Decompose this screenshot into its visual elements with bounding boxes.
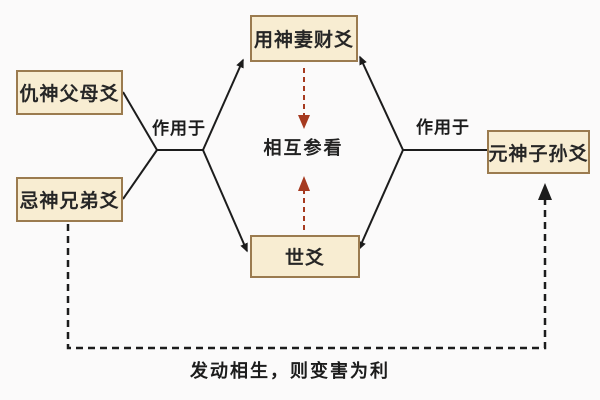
node-yong-shen-label: 用神妻财爻 xyxy=(253,30,354,51)
arrow-right-to-top-node xyxy=(359,55,404,151)
node-ji-shen: 忌神兄弟爻 xyxy=(16,177,123,222)
edge-label-left-action: 作用于 xyxy=(152,119,206,138)
dashed-feedback-path xyxy=(66,200,547,350)
caption: 发动相生，则变害为利 xyxy=(190,361,390,381)
red-arrowhead-up-icon xyxy=(298,176,310,191)
node-chou-shen: 仇神父母爻 xyxy=(16,70,123,115)
center-note: 相互参看 xyxy=(263,138,344,158)
edge-left-top-to-junction xyxy=(122,91,158,151)
node-yong-shen: 用神妻财爻 xyxy=(250,15,358,62)
edge-left-bottom-to-junction xyxy=(122,149,158,200)
red-arrowhead-down-icon xyxy=(298,115,310,129)
arrow-left-to-bottom-node xyxy=(202,149,248,253)
node-shi-yao-label: 世爻 xyxy=(284,248,325,269)
node-yuan-shen-label: 元神子孙爻 xyxy=(488,143,589,165)
node-shi-yao: 世爻 xyxy=(250,235,360,278)
feedback-arrowhead-up-icon xyxy=(538,183,552,200)
node-ji-shen-label: 忌神兄弟爻 xyxy=(19,191,120,212)
node-chou-shen-label: 仇神父母爻 xyxy=(19,84,120,105)
arrow-left-to-top-node xyxy=(202,58,244,151)
arrow-right-to-bottom-node xyxy=(358,149,404,251)
node-yuan-shen: 元神子孙爻 xyxy=(487,130,590,174)
edge-label-right-action: 作用于 xyxy=(416,118,470,137)
